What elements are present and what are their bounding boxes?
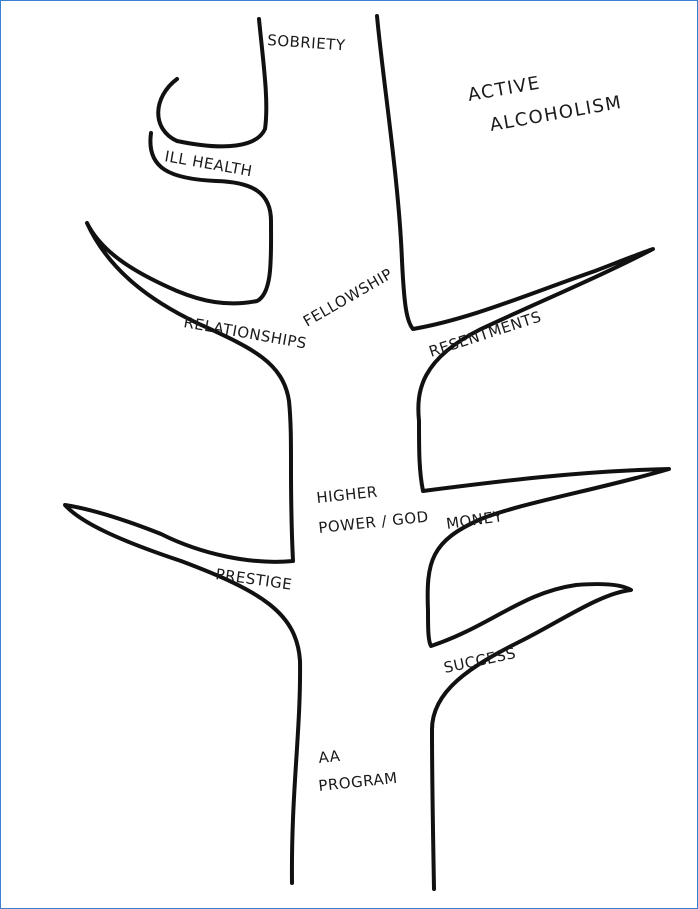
label-power-god: POWER / GOD (318, 508, 430, 537)
label-fellowship: FELLOWSHIP (300, 265, 396, 331)
label-program: PROGRAM (318, 769, 399, 795)
label-success: SUCCESS (442, 644, 518, 677)
label-aa: AA (318, 747, 342, 767)
label-higher: HIGHER (316, 483, 379, 507)
label-active: ACTIVE (466, 72, 542, 105)
label-money: MONEY (445, 507, 504, 533)
trunk-right-outline (377, 16, 669, 889)
trunk-left-outline (65, 19, 300, 883)
label-prestige: PRESTIGE (214, 565, 293, 594)
label-resentments: RESENTMENTS (427, 307, 544, 360)
label-sobriety: SOBRIETY (267, 31, 347, 54)
